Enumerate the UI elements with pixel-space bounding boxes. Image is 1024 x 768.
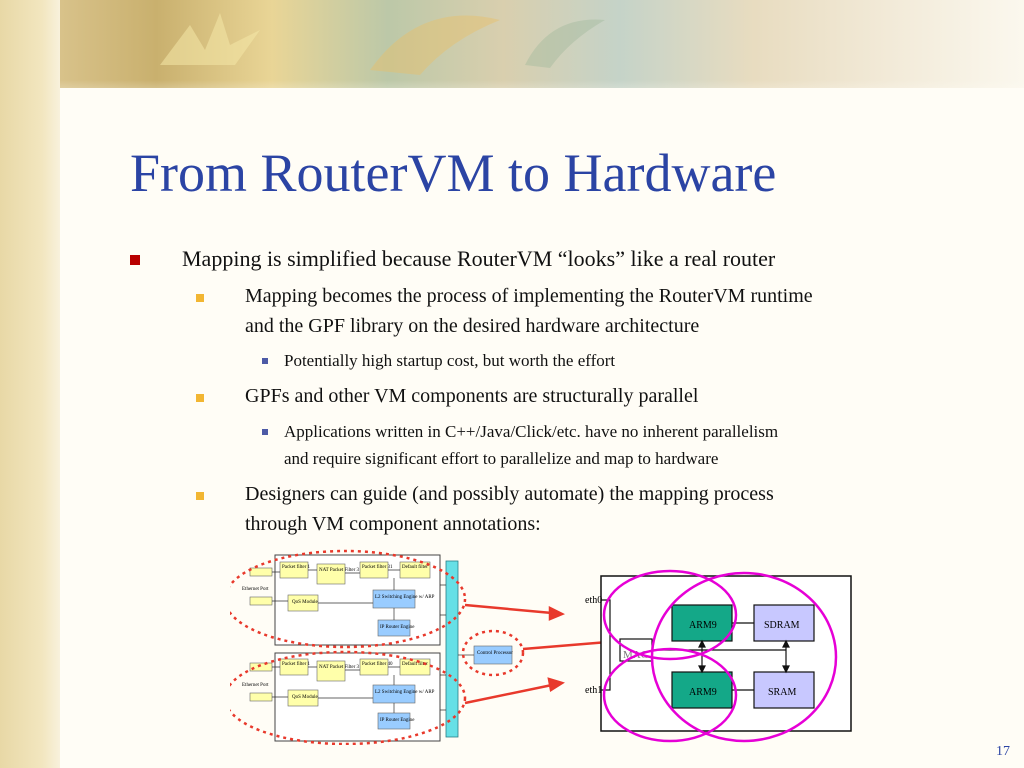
bullet-level3: Potentially high startup cost, but worth…	[284, 351, 616, 370]
sdram-block	[753, 604, 815, 642]
arm9-label: ARM9	[689, 620, 717, 631]
leaf-decoration-icon	[370, 15, 500, 75]
sdram-label: SDRAM	[764, 620, 800, 631]
routervm-to-hardware-diagram: Ethernet Port Packet filter 1 NAT Packet…	[230, 549, 852, 745]
bullet-level2: GPFs and other VM components are structu…	[245, 385, 699, 407]
l2-switching-label: L2 Switching Engine w/ ARP	[375, 595, 435, 600]
bullet-level1: Mapping is simplified because RouterVM “…	[182, 246, 776, 271]
ethernet-port-bottom: Ethernet Port	[242, 662, 273, 702]
ip-router-label: IP Router Engine	[380, 625, 415, 630]
arm9-label: ARM9	[689, 687, 717, 698]
arm9-block-top	[671, 604, 733, 642]
mapping-highlight-bottom	[230, 650, 467, 745]
sram-label: SRAM	[768, 687, 796, 698]
left-decorative-band	[0, 0, 60, 768]
slide-title: From RouterVM to Hardware	[130, 143, 777, 203]
leaf-decoration-icon	[160, 13, 260, 65]
nat-label: NAT Packet Filter 3	[319, 568, 360, 573]
packet-filter-label: Packet filter 1	[282, 565, 311, 570]
default-filter-label: Default filter	[402, 565, 428, 570]
hw-highlight-eth0	[602, 569, 738, 661]
sram-block	[753, 671, 815, 709]
ethernet-port-label: Ethernet Port	[242, 587, 269, 592]
bullet-marker-icon	[262, 358, 268, 364]
ip-router-label: IP Router Engine	[380, 718, 415, 723]
bullet-level2: Mapping becomes the process of implement…	[245, 285, 813, 307]
qos-label: QoS Module	[292, 695, 318, 700]
page-number: 17	[996, 744, 1010, 759]
hw-highlight-control	[650, 571, 838, 743]
default-filter-label: Default filter	[402, 662, 428, 667]
nat-block	[316, 660, 346, 682]
bullet-level2-continuation: through VM component annotations:	[245, 513, 541, 535]
bullet-marker-icon	[196, 394, 204, 402]
qos-label: QoS Module	[292, 600, 318, 605]
bullet-marker-icon	[196, 294, 204, 302]
eth1-label: eth1	[585, 685, 602, 696]
interconnect-bus	[445, 560, 459, 738]
hw-highlight-eth1	[602, 647, 738, 743]
bullet-marker-icon	[262, 429, 268, 435]
packet-filter-label: Packet filter 1	[282, 662, 311, 667]
bullet-level3: Applications written in C++/Java/Click/e…	[284, 422, 779, 441]
nat-block	[316, 563, 346, 585]
packet-filter-label: Packet filter 40	[362, 662, 393, 667]
bullet-marker-icon	[130, 255, 140, 265]
ethernet-port-label: Ethernet Port	[242, 683, 269, 688]
l2-switching-label: L2 Switching Engine w/ ARP	[375, 690, 435, 695]
mapping-highlight-top	[230, 549, 467, 649]
banner-fade	[60, 80, 1024, 120]
bullet-level2-continuation: and the GPF library on the desired hardw…	[245, 315, 700, 337]
control-processor-label: Control Processor	[477, 651, 513, 656]
ethernet-port-top: Ethernet Port	[242, 567, 273, 606]
arm9-block-bottom	[671, 671, 733, 709]
vm-instance-bottom: Ethernet Port Packet filter 1 NAT Packet…	[242, 652, 441, 742]
leaf-decoration-icon	[525, 19, 605, 68]
mapping-highlight-control	[461, 629, 525, 677]
nat-label: NAT Packet Filter 3	[319, 665, 360, 670]
eth0-label: eth0	[585, 595, 602, 606]
bullet-level3-continuation: and require significant effort to parall…	[284, 449, 719, 468]
bullet-level2: Designers can guide (and possibly automa…	[245, 483, 774, 505]
packet-filter-label: Packet filter 31	[362, 565, 393, 570]
vm-instance-top: Ethernet Port Packet filter 1 NAT Packet…	[242, 554, 441, 646]
bullet-marker-icon	[196, 492, 204, 500]
